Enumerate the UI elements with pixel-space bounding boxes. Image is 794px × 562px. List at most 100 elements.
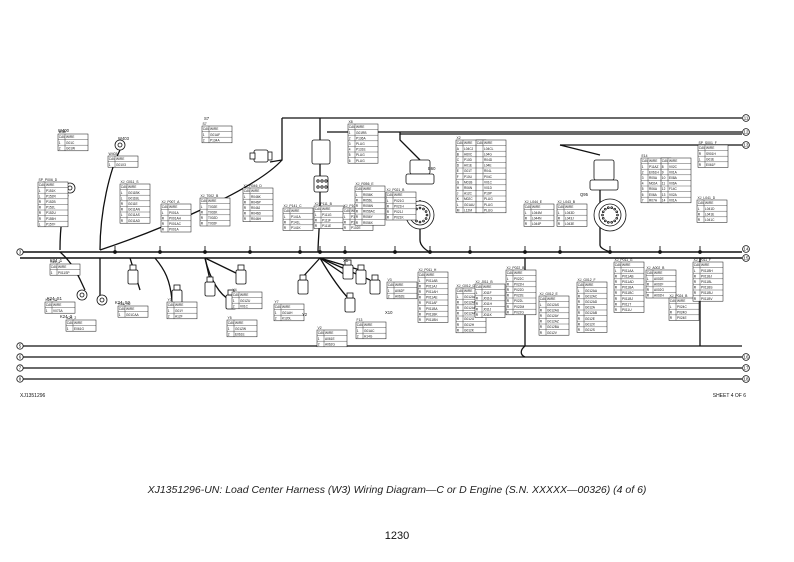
table-cell-cav: 1 <box>349 131 351 135</box>
table-cell-wire: P011AD <box>622 280 634 284</box>
table-cell-wire: P102E <box>351 226 361 230</box>
callout-x1: X1 <box>343 258 349 263</box>
table-cell-wire: G012X <box>585 322 596 326</box>
table-cell-wire: P011BJ <box>701 274 712 278</box>
table-header-wire: WIRE <box>210 127 218 131</box>
wire-12 <box>399 134 421 161</box>
table-cell-cav: R <box>476 313 479 317</box>
line-marker-label: 12 <box>744 130 749 135</box>
table-cell-cav: R <box>315 218 318 222</box>
table-cell-cav: L <box>39 189 41 193</box>
table-cell-wire: G01ZU <box>240 299 251 303</box>
table-cell-cav: R <box>315 224 318 228</box>
table-cell-cav: 5 <box>349 153 351 157</box>
plug-y4-icon <box>204 276 216 297</box>
table-cell-wire: P024D <box>677 310 687 314</box>
table-cell-wire: L041C <box>705 218 715 222</box>
table-cell-cav: A <box>457 147 460 151</box>
line-marker-right-13: 13 <box>742 141 750 149</box>
table-header-wire: WIRE <box>66 135 74 139</box>
table-cell-cav: R <box>162 228 165 232</box>
table-cell-cav: 2 <box>357 334 359 338</box>
table-cell-cav: R <box>558 222 561 226</box>
table-cell-cav: 11 <box>662 182 666 186</box>
table-cell-wire: G01AH <box>282 311 293 315</box>
plug-x1-icon <box>342 259 354 280</box>
table-title: XJ_P011_H <box>419 268 437 272</box>
table-cell-cav: R <box>344 220 347 224</box>
table-header-cav: CAV <box>387 193 394 197</box>
table-cell-cav: R <box>540 325 543 329</box>
table-cell-wire: P152L <box>46 206 55 210</box>
table-cell-cav: L <box>201 205 203 209</box>
table-cell-cav: M <box>457 208 460 212</box>
table-cell-cav: R <box>507 299 510 303</box>
table-cell-wire: G012S <box>585 328 595 332</box>
table-cell-wire: L04G <box>484 152 492 156</box>
line-marker-label: 15 <box>744 256 749 261</box>
table-cell-cav: R <box>507 294 510 298</box>
table-header-wire: WIRE <box>126 307 134 311</box>
table-cell-wire: G01W <box>66 146 75 150</box>
table-cell-wire: P011AB <box>426 279 437 283</box>
table-header-cav: CAV <box>578 283 585 287</box>
table-header-cav: CAV <box>558 205 565 209</box>
table-cell-cav: R <box>419 312 422 316</box>
table-cell-wire: R05A <box>649 176 658 180</box>
table-cell-cav: 3 <box>349 142 351 146</box>
table-cell-cav: R <box>578 294 581 298</box>
table-cell-cav: 12 <box>662 187 666 191</box>
table-header-wire: WIRE <box>649 159 657 163</box>
table-title: XJ_P102_B <box>344 204 363 208</box>
table-header-wire: WIRE <box>363 187 371 191</box>
table-cell-cav: R <box>694 280 697 284</box>
table-cell-wire: P111F <box>322 218 331 222</box>
table-cell-cav: R <box>699 152 702 156</box>
table-header-wire: WIRE <box>169 205 177 209</box>
table-cell-cav: 9 <box>662 170 664 174</box>
table-cell-cav: 1 <box>203 133 205 137</box>
line-marker-right-15: 15 <box>742 254 750 262</box>
table-header-cav: CAV <box>119 307 126 311</box>
plug-y4b-icon <box>235 264 247 285</box>
table-header-cav: CAV <box>315 207 322 211</box>
table-cell-cav: R <box>694 286 697 290</box>
table-header-wire: WIRE <box>116 157 124 161</box>
table-title: XJ_G012_E <box>540 292 559 296</box>
table-header-cav: CAV <box>233 293 240 297</box>
table-cell-cav: R <box>162 216 165 220</box>
table-cell-cav: R <box>419 318 422 322</box>
table-title: SP_P006_D <box>39 178 58 182</box>
table-cell-cav: R <box>419 307 422 311</box>
table-cell-wire: V01A <box>669 170 678 174</box>
table-cell-cav: R <box>201 210 204 214</box>
table-cell-wire: G01AF <box>210 133 220 137</box>
table-cell-cav: 1 <box>168 309 170 313</box>
table-cell-wire: L044M <box>532 211 542 215</box>
table-cell-cav: R <box>507 288 510 292</box>
table-cell-cav: L <box>694 269 696 273</box>
line-marker-label: 11 <box>744 116 749 121</box>
table-header-cav: CAV <box>275 305 282 309</box>
page-number: 1230 <box>384 530 410 542</box>
table-header-wire: WIRE <box>208 199 216 203</box>
table-cell-wire: P011BH <box>701 269 713 273</box>
table-cell-cav: R <box>419 290 422 294</box>
table-frame <box>538 295 570 336</box>
table-cell-cav: R <box>694 274 697 278</box>
table-cell-wire: G01T <box>464 169 472 173</box>
table-cell-wire: G01AC <box>364 329 375 333</box>
table-cell-cav: 1 <box>233 299 235 303</box>
table-cell-cav: R <box>284 220 287 224</box>
wire-25 <box>204 257 241 276</box>
table-header-cav: CAV <box>388 283 395 287</box>
table-header-cav: CAV <box>203 127 210 131</box>
components <box>64 139 627 313</box>
table-cell-cav: R <box>670 310 673 314</box>
